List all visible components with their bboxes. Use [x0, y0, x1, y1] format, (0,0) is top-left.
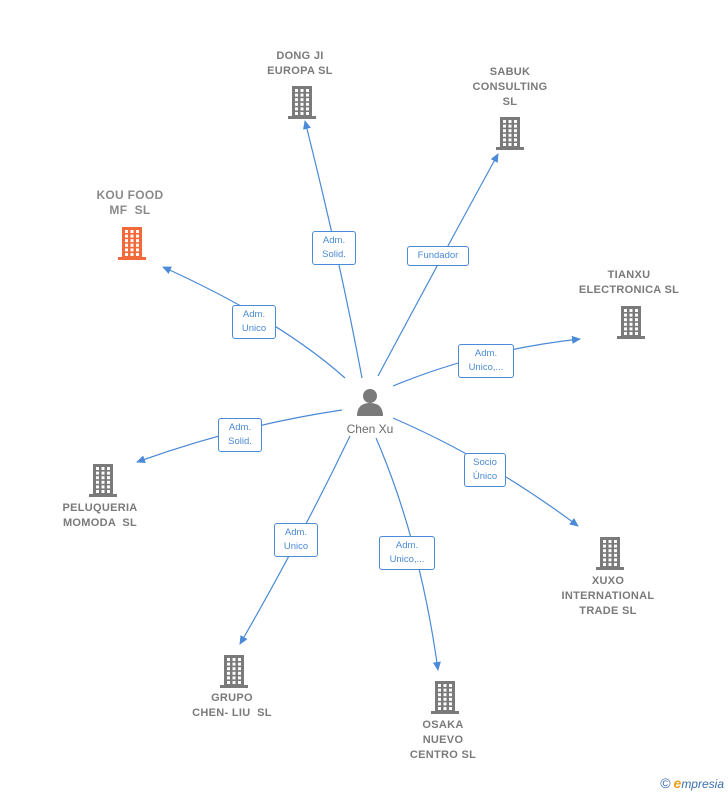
company-node-xuxo[interactable] [594, 535, 626, 576]
brand-name: mpresia [681, 777, 724, 791]
footer-brand: © empresia [660, 775, 724, 791]
building-icon [288, 86, 316, 119]
company-node-osaka[interactable] [429, 679, 461, 720]
person-icon [357, 389, 383, 416]
company-node-sabuk[interactable] [494, 115, 526, 156]
brand-initial: e [673, 775, 682, 791]
role-badge-tianxu: Adm. Unico,... [458, 344, 514, 378]
center-person-name: Chen Xu [346, 422, 394, 436]
company-node-tianxu[interactable] [615, 304, 647, 345]
building-icon [431, 681, 459, 714]
role-badge-dong-ji: Adm. Solid. [312, 231, 356, 265]
company-node-grupo[interactable] [218, 653, 250, 694]
company-label-grupo[interactable]: GRUPO CHEN- LIU SL [192, 692, 272, 719]
building-icon [220, 655, 248, 688]
company-label-dong-ji[interactable]: DONG JI EUROPA SL [267, 50, 333, 77]
building-icon [617, 306, 645, 339]
role-badge-peluqueria: Adm. Solid. [218, 418, 262, 452]
building-icon [118, 227, 146, 260]
company-node-kou-food[interactable] [116, 225, 148, 266]
center-person[interactable] [354, 386, 386, 418]
company-node-dong-ji[interactable] [286, 84, 318, 125]
company-label-kou-food[interactable]: KOU FOOD MF SL [96, 188, 164, 217]
role-badge-grupo: Adm. Unico [274, 523, 318, 557]
company-label-tianxu[interactable]: TIANXU ELECTRONICA SL [578, 269, 680, 296]
building-icon [496, 117, 524, 150]
role-badge-xuxo: Socio Único [464, 453, 506, 487]
company-label-peluqueria[interactable]: PELUQUERIA MOMODA SL [62, 502, 138, 529]
company-label-osaka[interactable]: OSAKA NUEVO CENTRO SL [409, 719, 477, 761]
role-badge-sabuk: Fundador [407, 246, 469, 266]
building-icon [89, 464, 117, 497]
copyright-symbol: © [660, 775, 671, 791]
role-badge-osaka: Adm. Unico,... [379, 536, 435, 570]
company-label-xuxo[interactable]: XUXO INTERNATIONAL TRADE SL [561, 575, 655, 617]
role-badge-kou-food: Adm. Unico [232, 305, 276, 339]
company-node-peluqueria[interactable] [87, 462, 119, 503]
company-label-sabuk[interactable]: SABUK CONSULTING SL [472, 66, 548, 108]
building-icon [596, 537, 624, 570]
